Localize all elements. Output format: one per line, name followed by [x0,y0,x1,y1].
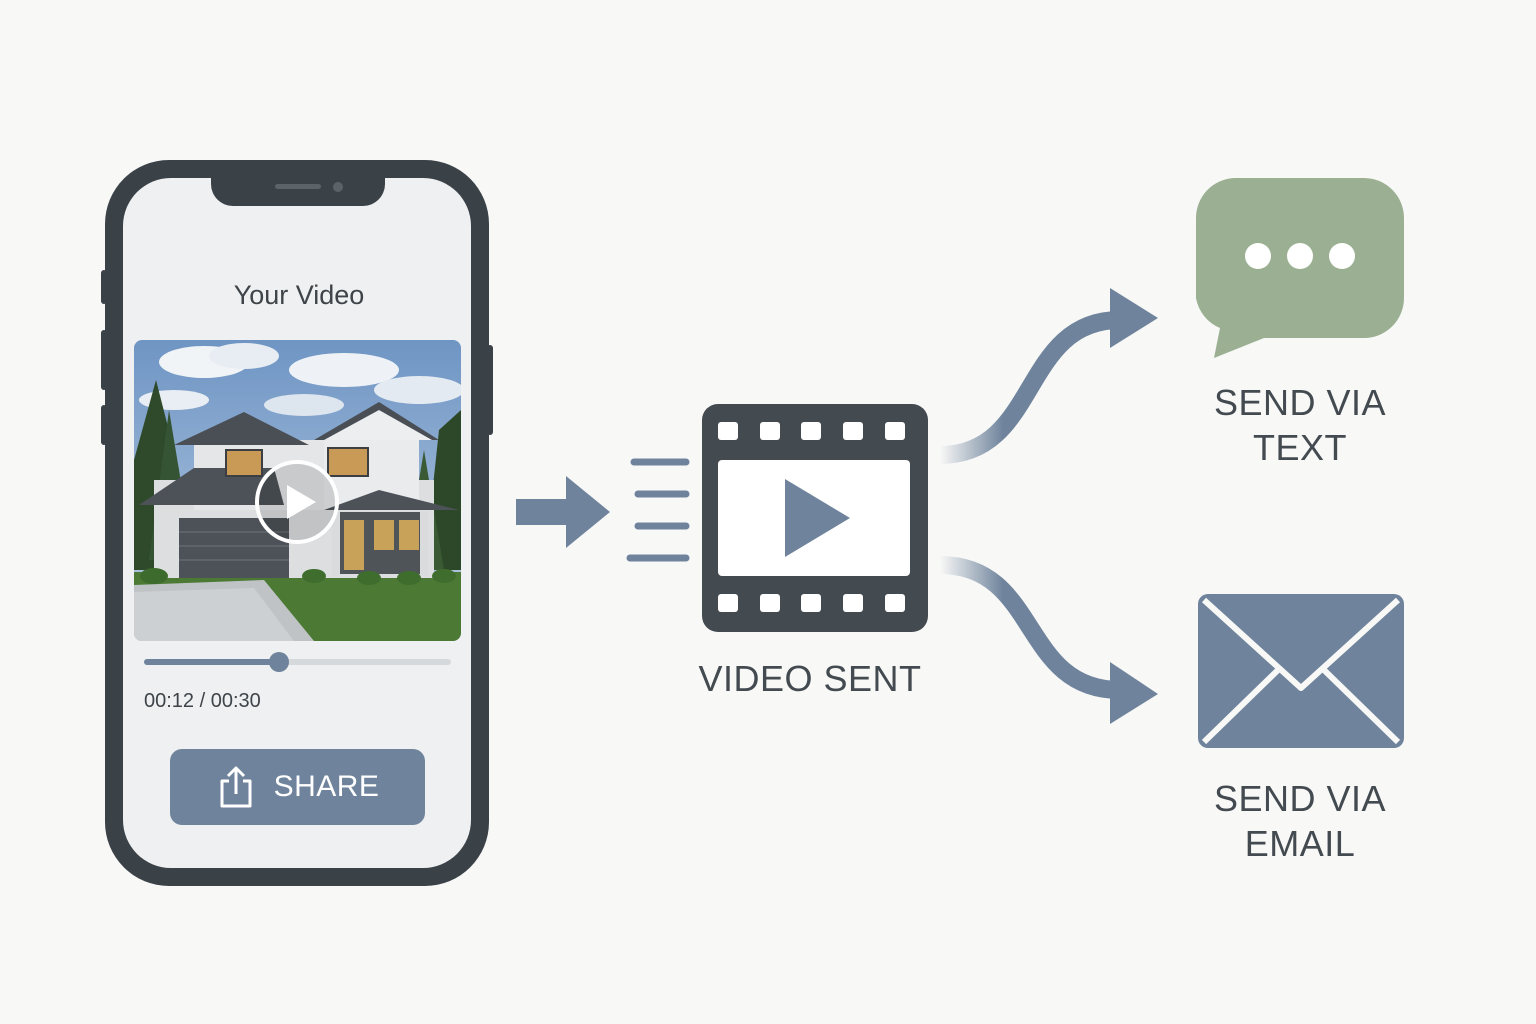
send-via-email-line2: EMAIL [1244,823,1356,864]
film-icon [702,404,928,632]
send-via-text-line2: TEXT [1252,427,1347,468]
envelope-icon [1198,594,1404,748]
phone-power-button [487,345,493,435]
play-icon[interactable] [254,459,340,545]
arrow-icon [516,476,610,548]
video-thumbnail[interactable] [134,340,461,641]
house-illustration [134,340,461,641]
arrow-head-text [1110,288,1158,348]
video-time: 00:12 / 00:30 [144,690,261,712]
share-icon [220,766,252,808]
branch-arrows [939,288,1158,724]
send-via-text-label: SEND VIA TEXT [1160,380,1440,470]
speed-lines-icon [626,458,690,562]
send-via-text-line1: SEND VIA [1213,382,1387,423]
chat-bubble-icon [1196,178,1404,358]
phone-mute-switch [101,270,107,304]
video-sent-label: VIDEO SENT [698,658,922,699]
phone-volume-down [101,405,107,445]
video-progress-track[interactable] [144,659,451,665]
video-title: Your Video [233,280,365,310]
phone-camera [333,182,343,192]
share-label: SHARE [273,770,380,803]
arrow-head-email [1110,662,1158,724]
share-button[interactable]: SHARE [170,749,425,825]
video-progress-knob[interactable] [269,652,289,672]
phone-notch [211,178,385,206]
send-via-email-line1: SEND VIA [1213,778,1387,819]
video-progress-fill [144,659,279,665]
phone-volume-up [101,330,107,390]
send-via-email-label: SEND VIA EMAIL [1160,776,1440,866]
phone-speaker [275,184,321,189]
